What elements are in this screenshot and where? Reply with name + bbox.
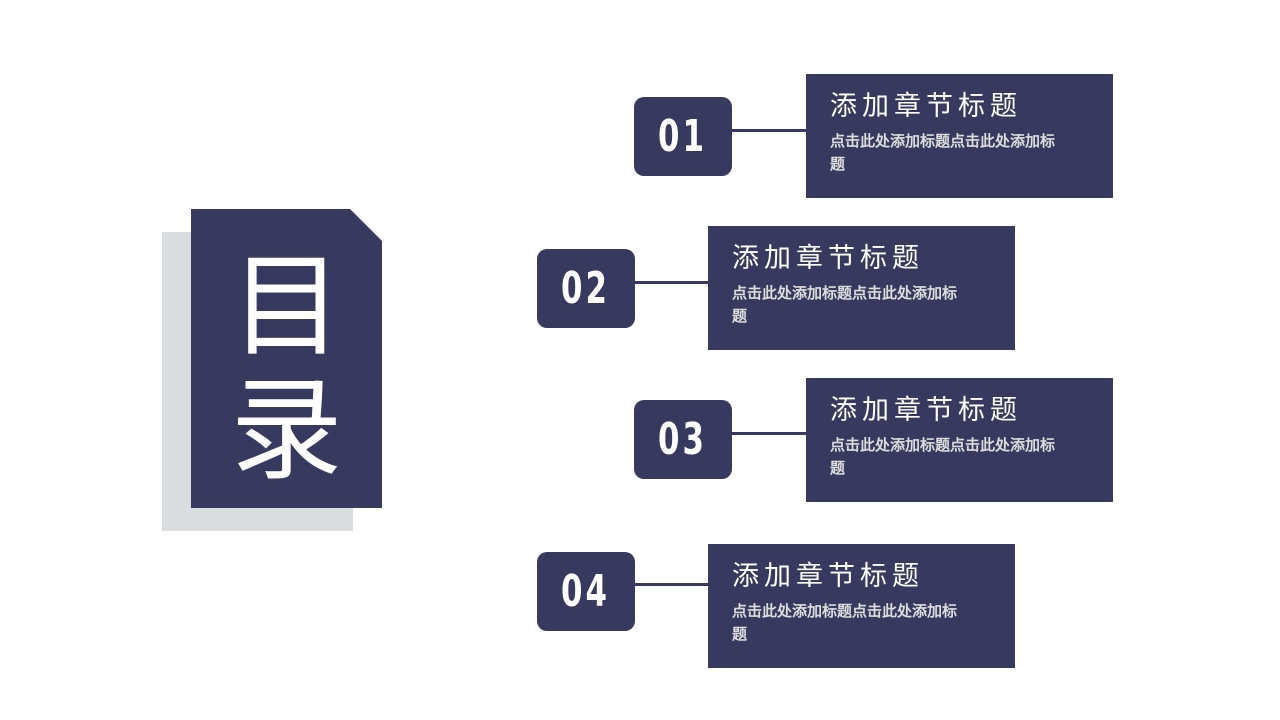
- section-number-badge: 01: [634, 97, 732, 176]
- section-item[interactable]: 添加章节标题 点击此处添加标题点击此处添加标题: [806, 378, 1113, 502]
- section-desc: 点击此处添加标题点击此处添加标题: [732, 284, 958, 325]
- connector-line: [732, 432, 806, 435]
- section-item[interactable]: 添加章节标题 点击此处添加标题点击此处添加标题: [806, 74, 1113, 198]
- toc-title-char-1: 目: [230, 242, 343, 372]
- toc-title-char-2: 录: [230, 366, 343, 496]
- section-title: 添加章节标题: [732, 243, 924, 274]
- section-number-badge: 02: [537, 249, 635, 328]
- section-title: 添加章节标题: [830, 91, 1022, 122]
- toc-card: 目 录: [191, 209, 382, 508]
- connector-line: [732, 129, 806, 132]
- connector-line: [634, 583, 708, 586]
- connector-line: [634, 281, 708, 284]
- section-item[interactable]: 添加章节标题 点击此处添加标题点击此处添加标题: [708, 226, 1015, 350]
- section-desc: 点击此处添加标题点击此处添加标题: [830, 436, 1056, 477]
- section-desc: 点击此处添加标题点击此处添加标题: [732, 602, 958, 643]
- section-item[interactable]: 添加章节标题 点击此处添加标题点击此处添加标题: [708, 544, 1015, 668]
- section-desc: 点击此处添加标题点击此处添加标题: [830, 132, 1056, 173]
- section-title: 添加章节标题: [830, 395, 1022, 426]
- section-title: 添加章节标题: [732, 561, 924, 592]
- section-number-badge: 03: [634, 400, 732, 479]
- section-number-badge: 04: [537, 552, 635, 631]
